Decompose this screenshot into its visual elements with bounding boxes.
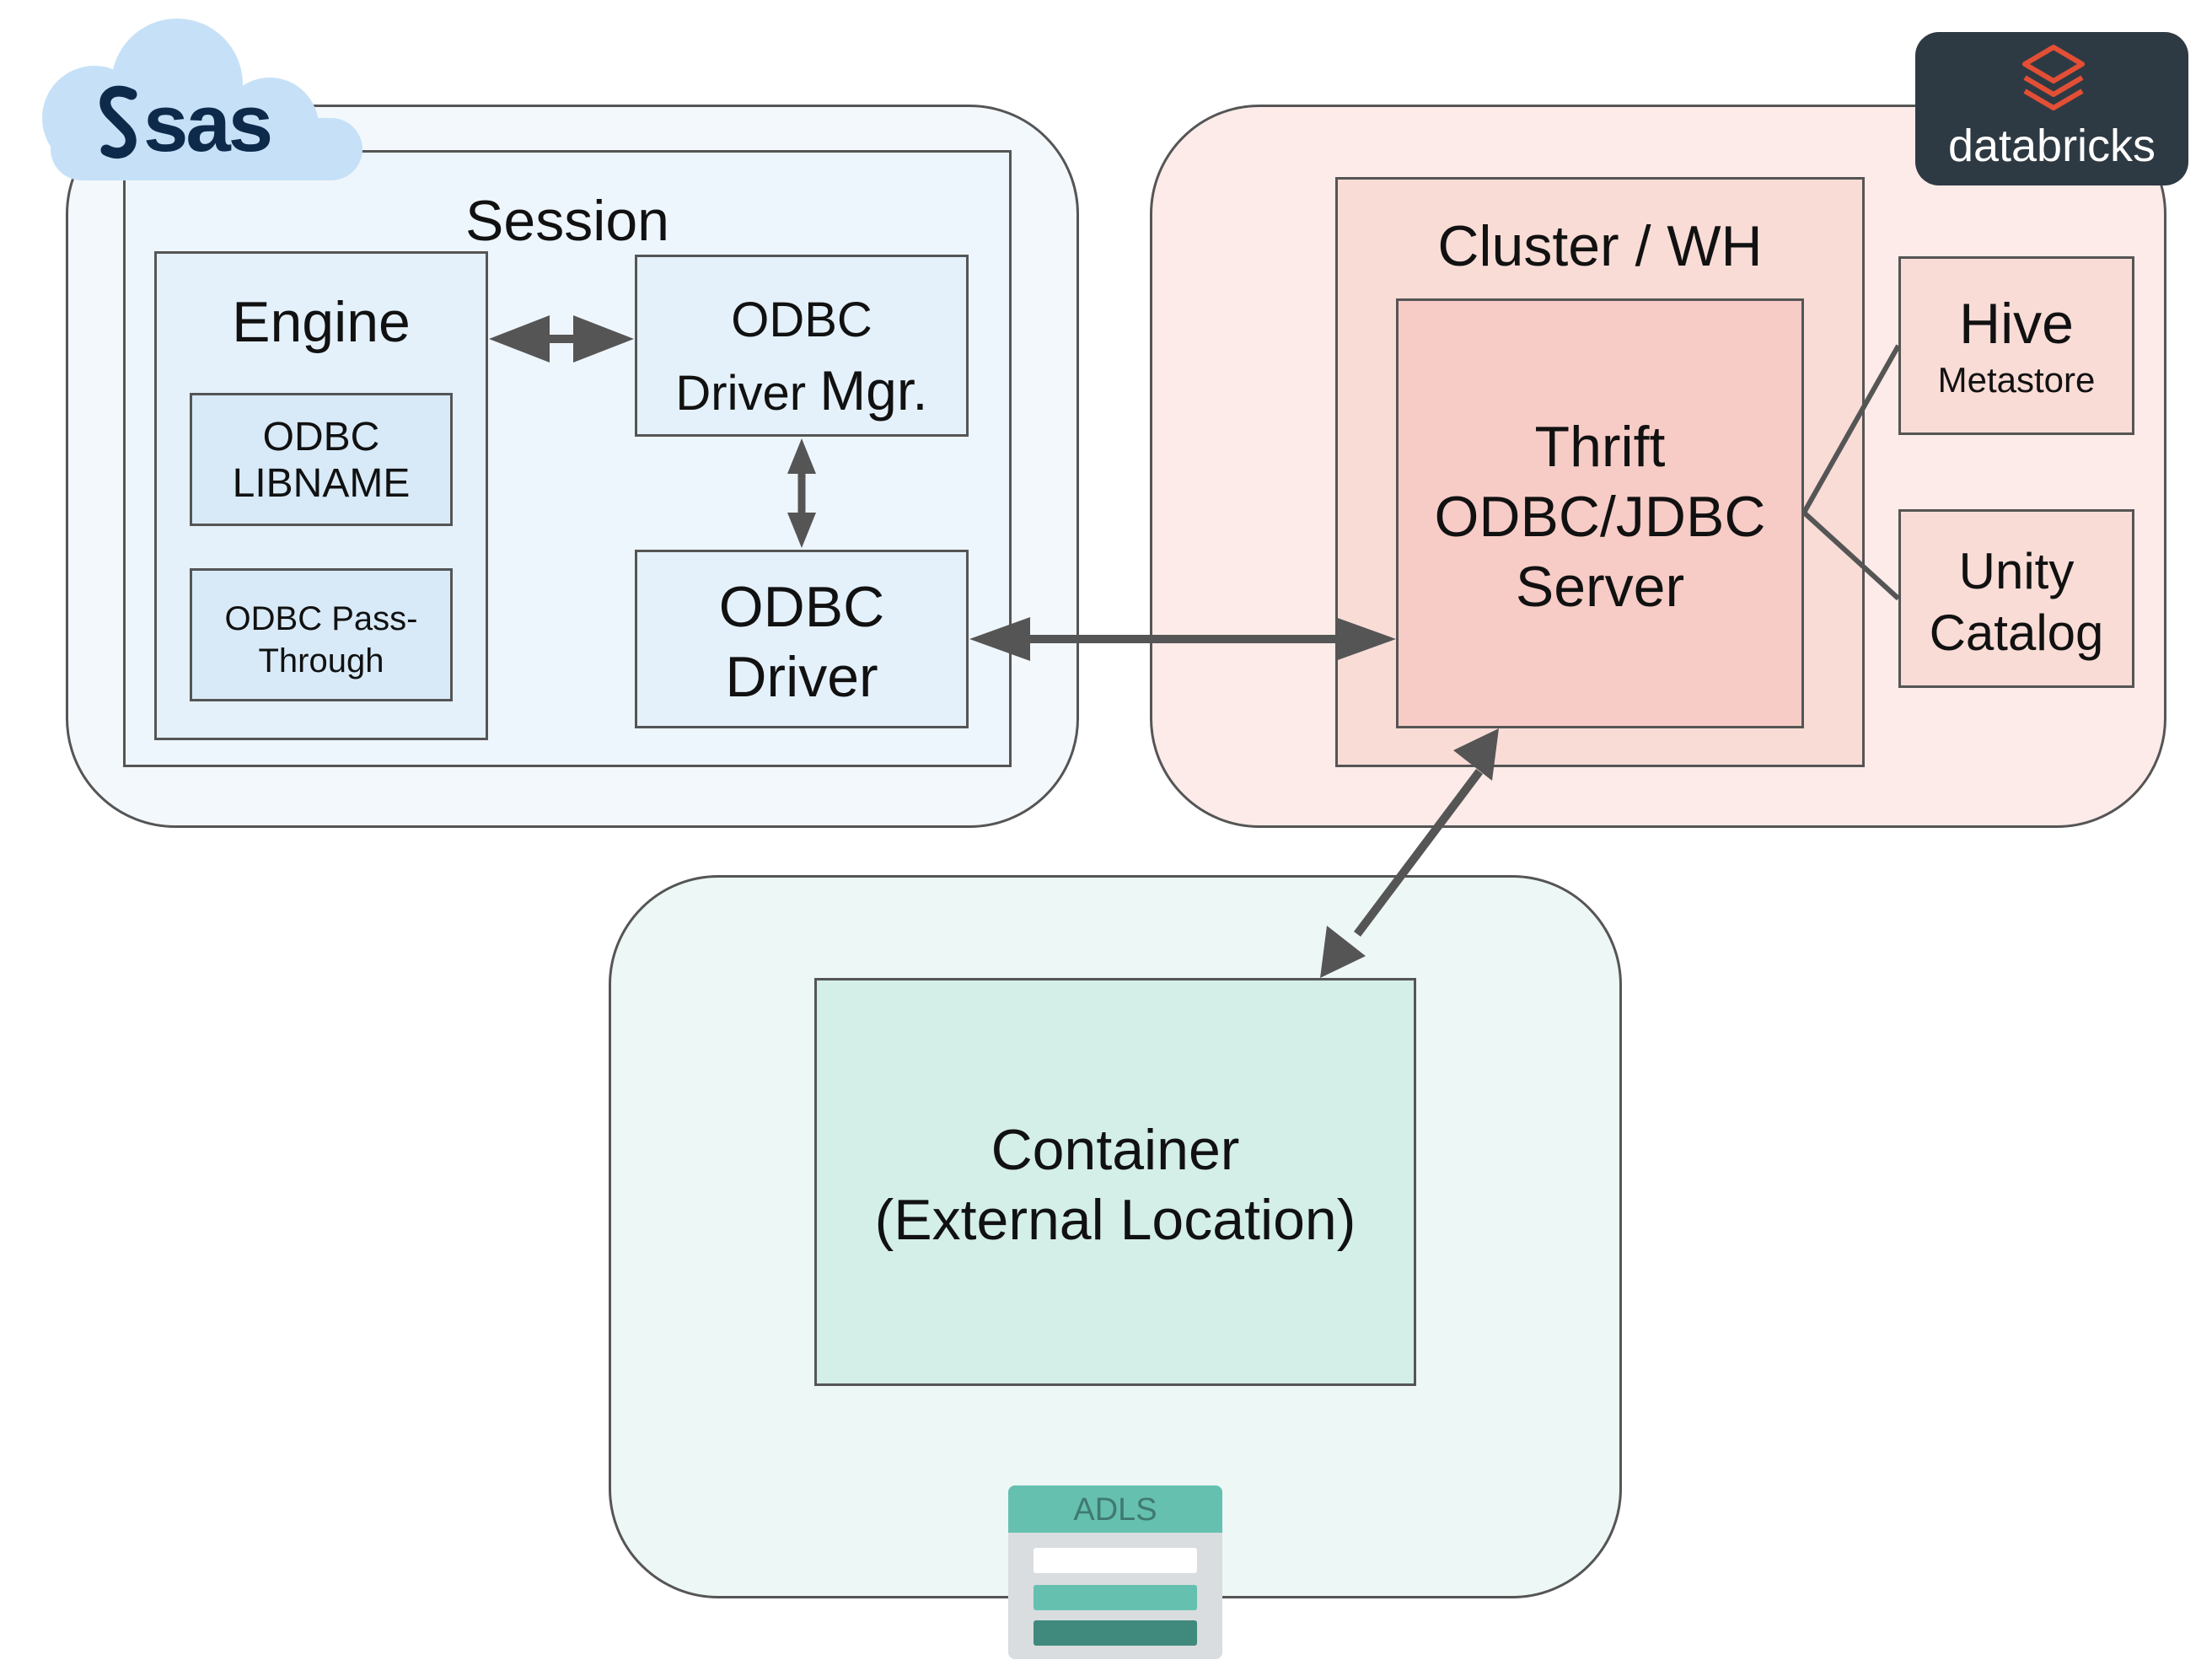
container-line2: (External Location) [874,1187,1356,1252]
odbc-driver-box: ODBC Driver [635,550,969,728]
thrift-container-arrow [1320,728,1499,978]
odbc-libname-box: ODBC LIBNAME [190,393,453,526]
thrift-line3: Server [1515,554,1685,619]
sas-logo-text: sas [143,78,273,169]
odbc-driver-manager-box: ODBC Driver Mgr. [635,255,969,437]
session-label: Session [465,189,669,253]
driver-mgr-line2b: Mgr. [819,359,928,422]
thrift-server-box: Thrift ODBC/JDBC Server [1396,298,1804,728]
odbc-passthrough-box: ODBC Pass- Through [190,568,453,701]
container-box: Container (External Location) [814,978,1416,1386]
hive-metastore-box: Hive Metastore [1898,256,2134,435]
adls-storage-icon: ADLS [1008,1485,1222,1659]
thrift-line2: ODBC/JDBC [1434,484,1766,549]
unity-line1: Unity [1958,543,2075,599]
odbc-libname-line1: ODBC [262,415,380,459]
driver-mgr-line1: ODBC [731,293,872,347]
driver-manager-driver-arrow [787,438,816,548]
sas-logo-icon [99,85,137,159]
adls-row-dark [1034,1620,1197,1646]
unity-line2: Catalog [1929,604,2104,662]
passthrough-line2: Through [258,642,384,680]
unity-catalog-box: Unity Catalog [1898,509,2134,688]
driver-mgr-line2a: Driver [675,366,820,422]
adls-label: ADLS [1073,1492,1157,1528]
adls-row-teal [1034,1585,1197,1610]
driver-thrift-arrow [969,617,1396,661]
databricks-layers-icon [2022,45,2085,110]
databricks-logo-badge: databricks [1915,32,2188,185]
passthrough-line1: ODBC Pass- [224,600,418,637]
odbc-libname-line2: LIBNAME [232,461,411,507]
engine-driver-manager-arrow [489,315,634,363]
adls-row-white [1034,1548,1197,1573]
hive-line2: Metastore [1937,360,2096,400]
engine-label: Engine [232,290,411,354]
databricks-logo-text: databricks [1947,121,2156,171]
container-line1: Container [991,1118,1240,1182]
thrift-unity-link [1801,510,1901,601]
cluster-label: Cluster / WH [1437,214,1763,278]
driver-line2: Driver [725,644,878,709]
thrift-line1: Thrift [1534,415,1666,479]
hive-line1: Hive [1958,292,2075,356]
driver-line1: ODBC [718,575,885,639]
thrift-hive-link [1801,344,1901,514]
